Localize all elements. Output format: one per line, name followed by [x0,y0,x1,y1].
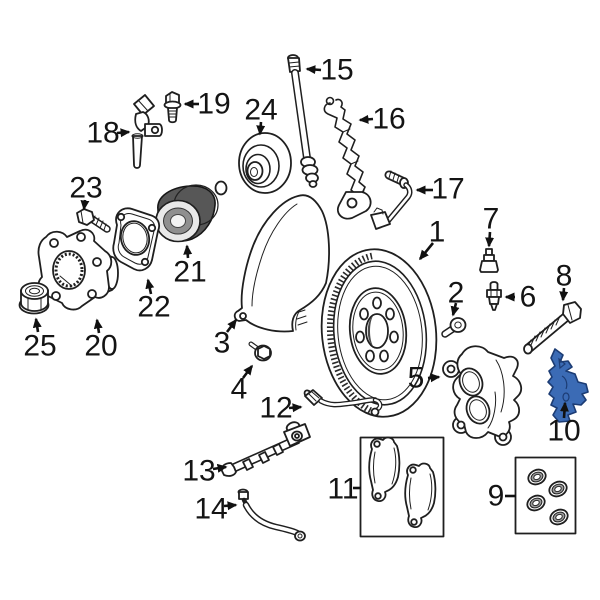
seal-ring [527,468,547,486]
callout-label-2: 2 [448,277,465,310]
part-25-axle-nut [18,282,50,315]
part-3-splash-shield [233,194,330,333]
part-16-hose-bracket [323,96,372,220]
part-6-bleeder-valve [486,281,502,311]
callout-label-21: 21 [173,256,206,289]
part-4-shield-bolt [248,341,272,362]
callout-label-20: 20 [84,330,117,363]
callout-label-17: 17 [431,173,464,206]
callout-label-4: 4 [231,373,248,406]
callout-label-25: 25 [23,330,56,363]
part-19-sensor-bolt [163,91,182,124]
part-13-harness-bracket [220,421,311,477]
callout-label-16: 16 [372,103,405,136]
part-10-silhouette [547,348,589,423]
callout-label-11: 11 [327,473,358,506]
part-2-rotor-screw [441,317,467,338]
callout-label-10: 10 [547,415,580,448]
part-10-caliper-anchor-plate-highlighted [547,348,589,423]
part-22-gasket-plate [112,207,161,272]
part-9-caliper-seal-kit [514,456,577,535]
brake-pad-right [404,462,437,529]
part-5-brake-caliper [442,345,523,446]
callout-arrows [32,65,569,511]
part-8-caliper-bolt [523,301,582,355]
callout-label-5: 5 [408,362,425,395]
part-17-brake-pipe [370,170,413,230]
part-18-abs-sensor [131,94,163,169]
part-7-wear-sensor [479,248,499,273]
part-11-brake-pads-kit [359,436,445,538]
part-1-brake-rotor [320,248,438,418]
part-15-brake-hose [287,54,319,188]
callout-label-6: 6 [520,281,537,314]
seal-ring [526,494,546,512]
callout-label-1: 1 [429,216,446,249]
callout-label-3: 3 [214,327,231,360]
callout-label-14: 14 [194,493,227,526]
callout-label-13: 13 [182,455,215,488]
callout-label-7: 7 [483,203,500,236]
seal-ring [548,480,568,498]
part-12-brake-pipe [303,389,383,417]
callout-labels: 1 2 3 4 5 6 7 8 9 10 11 12 13 14 15 16 1… [23,54,580,526]
part-20-wheel-hub [37,228,119,311]
callout-label-24: 24 [244,94,277,127]
callout-label-23: 23 [69,172,102,205]
callout-label-19: 19 [197,88,230,121]
callout-label-12: 12 [259,392,292,425]
callout-label-15: 15 [320,54,353,87]
part-24-hub-flange [214,132,292,196]
seal-ring [549,508,569,526]
callout-label-9: 9 [488,480,505,513]
callout-label-8: 8 [556,260,573,293]
part-23-hub-bolt [76,208,111,233]
callout-label-18: 18 [86,117,119,150]
part-14-brake-hose-lower [237,488,306,542]
brake-pad-left [368,436,401,503]
part-21-wheel-bearing [155,184,219,243]
callout-label-22: 22 [137,291,170,324]
